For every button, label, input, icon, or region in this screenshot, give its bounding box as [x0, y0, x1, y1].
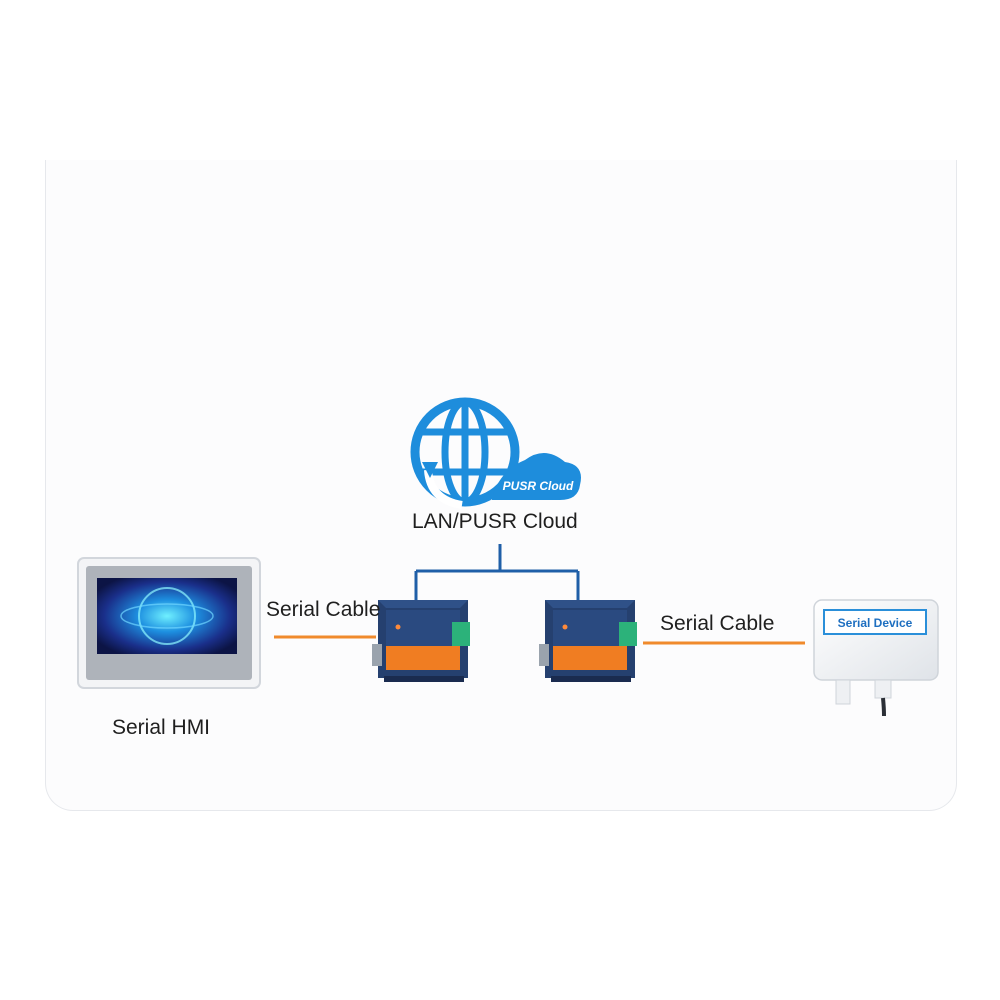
serial-device-sensor: Serial Device	[813, 599, 939, 717]
left-cable-label: Serial Cable	[266, 598, 381, 621]
hmi-label: Serial HMI	[112, 716, 211, 739]
serial-device-badge: Serial Device	[838, 616, 913, 630]
serial-hmi-device	[77, 557, 261, 689]
network-links	[414, 544, 580, 604]
cloud-logo-icon: PUSR Cloud	[410, 397, 581, 509]
serial-server-left	[372, 600, 470, 682]
cloud-logo-text: PUSR Cloud	[503, 479, 574, 493]
serial-server-right	[539, 600, 637, 682]
right-cable-label: Serial Cable	[660, 612, 775, 635]
cloud-label: LAN/PUSR Cloud	[412, 510, 578, 533]
